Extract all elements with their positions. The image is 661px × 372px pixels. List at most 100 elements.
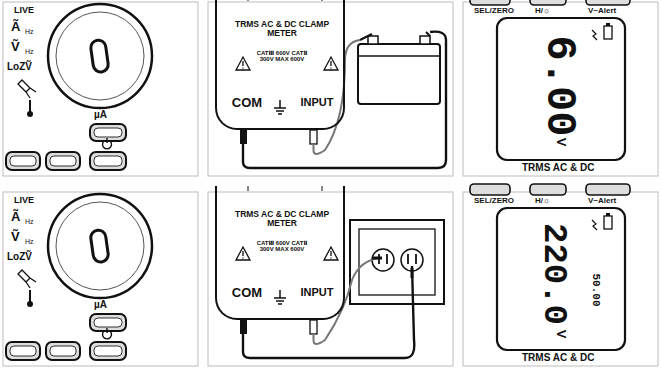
rotary-dial [48, 194, 152, 298]
battery-indicator-cap [606, 213, 610, 216]
push-button [470, 0, 510, 5]
dial-label: Ṽ [11, 230, 20, 243]
panel-frame [208, 192, 453, 366]
dial-label: µA [94, 110, 107, 120]
black-lead [243, 266, 414, 358]
dial-ring [56, 12, 144, 100]
warning-triangle [236, 247, 250, 260]
dial-label: Hz [25, 238, 34, 245]
dial-label: Ṽ [11, 40, 20, 53]
dial-label: LoZṼ [7, 62, 32, 72]
meter-label: TRMS AC & DC [522, 353, 594, 363]
dial-label: Hz [25, 218, 34, 225]
meter-marking: TRMS AC & DC CLAMP METER [234, 210, 330, 228]
dial-label: Ã [11, 20, 20, 33]
panel-frame [463, 2, 658, 176]
row-group [3, 0, 658, 176]
auto-power-icon [592, 220, 597, 230]
warning-triangle [236, 57, 250, 70]
button-label: V~Alert [588, 197, 616, 205]
battery-lid [358, 55, 440, 56]
body-top [248, 0, 322, 1]
red-lead [314, 258, 381, 344]
lcd-display: 6.00V [497, 18, 625, 160]
power-symbol [103, 328, 112, 339]
lcd-reading: 6.00 [537, 36, 581, 137]
com-plug [240, 130, 247, 144]
meter-body: TRMS AC & DC CLAMP METER CATⅢ 600V CATⅡ 3… [215, 186, 345, 320]
meter-label: TRMS AC & DC [522, 163, 594, 173]
push-button [90, 314, 126, 331]
lcd-screen [497, 208, 625, 350]
com-plug [240, 320, 247, 334]
button-face [10, 346, 36, 356]
dial-label: µA [94, 300, 107, 310]
button-face [94, 128, 122, 137]
lcd-reading: 50.00 [589, 273, 601, 306]
auto-power-icon [592, 30, 597, 40]
push-button [6, 342, 40, 360]
push-button [530, 184, 566, 195]
button-label: H/☼ [535, 197, 550, 205]
button-label: SEL/ZERO [474, 197, 514, 205]
thermometer-icon [29, 290, 31, 302]
meter-marking: INPUT [295, 287, 339, 299]
lcd-display: 220.0 50.00V [497, 208, 625, 350]
lcd-reading: V [554, 138, 568, 147]
body-top [248, 186, 322, 191]
dial-label: Ã [11, 210, 20, 223]
outlet-plate [359, 229, 435, 295]
dial-label: LoZṼ [7, 252, 32, 262]
dial-label: LIVE [14, 196, 34, 205]
battery-terminal [420, 36, 430, 44]
probe-tip [372, 258, 412, 278]
warning-mark [330, 61, 331, 69]
thermometer-icon [29, 100, 31, 112]
socket [372, 249, 394, 271]
dial-label: Hz [25, 48, 34, 55]
lcd-reading: V [554, 330, 568, 339]
push-button [46, 152, 80, 170]
push-button [6, 152, 40, 170]
push-button [530, 0, 566, 5]
dial-label: Hz [25, 28, 34, 35]
continuity-icon [18, 270, 36, 288]
meter-marking: CATⅢ 600V CATⅡ 300V MAX 600V [252, 240, 312, 253]
push-button [586, 184, 630, 195]
warning-mark [330, 251, 331, 259]
button-label: SEL/ZERO [474, 7, 514, 15]
dial-knob [90, 229, 109, 263]
warning-triangle [324, 247, 338, 260]
panel-frame [3, 192, 198, 366]
dial-ring [56, 202, 144, 290]
warning-mark [242, 61, 243, 69]
meter-marking: TRMS AC & DC CLAMP METER [234, 20, 330, 38]
battery-indicator-cap [606, 23, 610, 26]
lcd-reading: 220.0 [535, 223, 571, 325]
button-face [94, 318, 122, 327]
probe-tip [360, 32, 430, 40]
meter-marking: COM [227, 96, 267, 110]
button-face [50, 156, 76, 166]
warning-triangle [324, 57, 338, 70]
panel-frame [208, 2, 453, 176]
button-face [94, 346, 122, 356]
lcd-screen [497, 18, 625, 160]
button-face [10, 156, 36, 166]
dial-knob [90, 39, 109, 73]
dial-label: LIVE [14, 6, 34, 15]
push-button [90, 152, 126, 170]
ground-symbol [274, 290, 286, 304]
button-face [94, 156, 122, 166]
thermometer-bulb [27, 111, 33, 117]
button-label: H/☼ [535, 7, 550, 15]
row-group [3, 184, 658, 366]
thermometer-bulb [27, 301, 33, 307]
battery-terminal [368, 36, 378, 44]
push-button [470, 184, 510, 195]
meter-marking: CATⅢ 600V CATⅡ 300V MAX 600V [252, 50, 312, 63]
push-button [586, 0, 630, 5]
button-face [50, 346, 76, 356]
meter-marking: COM [227, 286, 267, 300]
battery-indicator [604, 216, 612, 229]
